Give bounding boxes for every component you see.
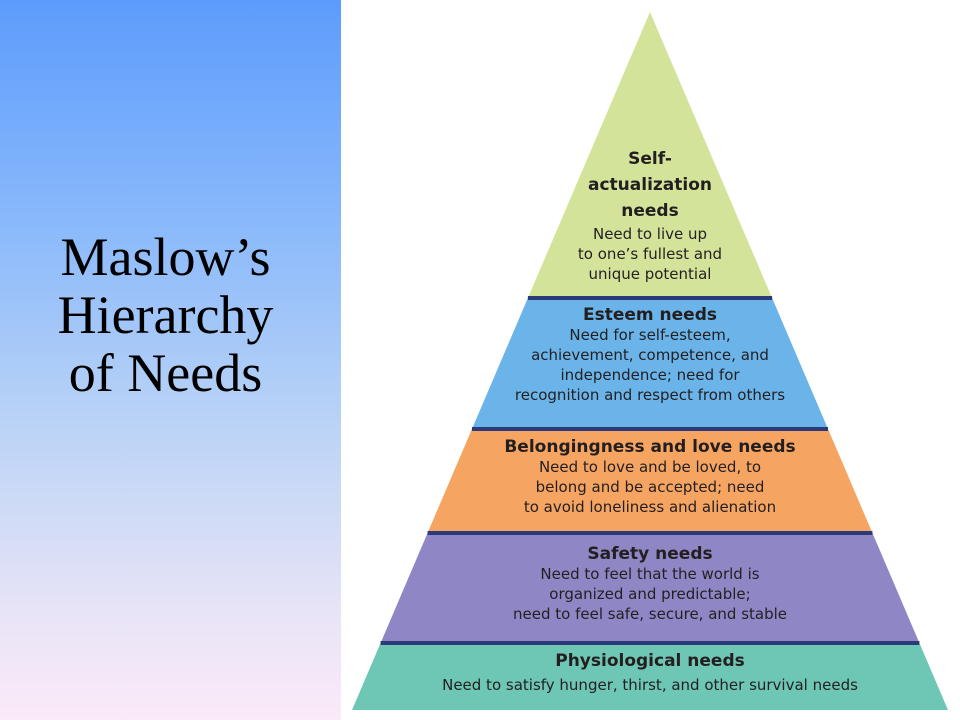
tier-description-line: Need to love and be loved, to (538, 458, 762, 476)
tier-description-line: independence; need for (560, 366, 740, 384)
tier-description-line: need to feel safe, secure, and stable (513, 605, 787, 623)
tier-description-line: organized and predictable; (549, 585, 751, 603)
tier-description: Need for self-esteem, achievement, compet… (515, 325, 785, 405)
tier-name: Self-actualization needs (578, 146, 722, 224)
tier-name-line: actualization (587, 175, 713, 195)
tier-description: Need to live up to one’s fullest and uniqu… (578, 224, 722, 284)
tier-name-line: Physiological needs (555, 651, 745, 671)
tier-description: Need to love and be loved, to belong and … (504, 457, 795, 517)
tier-description-line: Need to feel that the world is (540, 565, 760, 583)
tier-description-line: Need to live up (592, 225, 708, 243)
slide-title-line-2: Hierarchy (57, 285, 274, 345)
pyramid-tier-physiological (352, 643, 948, 710)
tier-description-line: to one’s fullest and (577, 245, 723, 263)
tier-description-line: unique potential (588, 265, 712, 283)
tier-description-line: Need for self-esteem, (569, 326, 731, 344)
tier-description: Need to satisfy hunger, thirst, and othe… (442, 675, 858, 695)
tier-name-line: Self- (628, 149, 672, 169)
slide-title-line-3: of Needs (68, 343, 263, 403)
slide-title-line-1: Maslow’s (60, 227, 271, 287)
tier-name-line: needs (621, 201, 679, 221)
tier-name: Safety needs (513, 544, 787, 564)
tier-name: Esteem needs (515, 305, 785, 325)
tier-description-line: achievement, competence, and (531, 346, 769, 364)
tier-description-line: belong and be accepted; need (535, 478, 765, 496)
pyramid-tier-self-actualization (527, 12, 773, 298)
slide-title: Maslow’s Hierarchy of Needs (0, 228, 331, 402)
pyramid-tier-belongingness (427, 429, 873, 533)
title-panel: Maslow’s Hierarchy of Needs (0, 0, 341, 720)
tier-name: Physiological needs (442, 651, 858, 671)
tier-name: Belongingness and love needs (504, 437, 795, 457)
tier-name-line: Belongingness and love needs (504, 437, 796, 457)
pyramid-tier-esteem (471, 298, 829, 429)
tier-description-line: recognition and respect from others (514, 386, 786, 404)
tier-name-line: Safety needs (587, 544, 713, 564)
tier-description-line: Need to satisfy hunger, thirst, and othe… (442, 676, 858, 694)
tier-description-line: to avoid loneliness and alienation (523, 498, 777, 516)
tier-name-line: Esteem needs (583, 305, 717, 325)
pyramid-tier-safety (380, 533, 920, 643)
tier-description: Need to feel that the world is organized … (513, 564, 787, 624)
